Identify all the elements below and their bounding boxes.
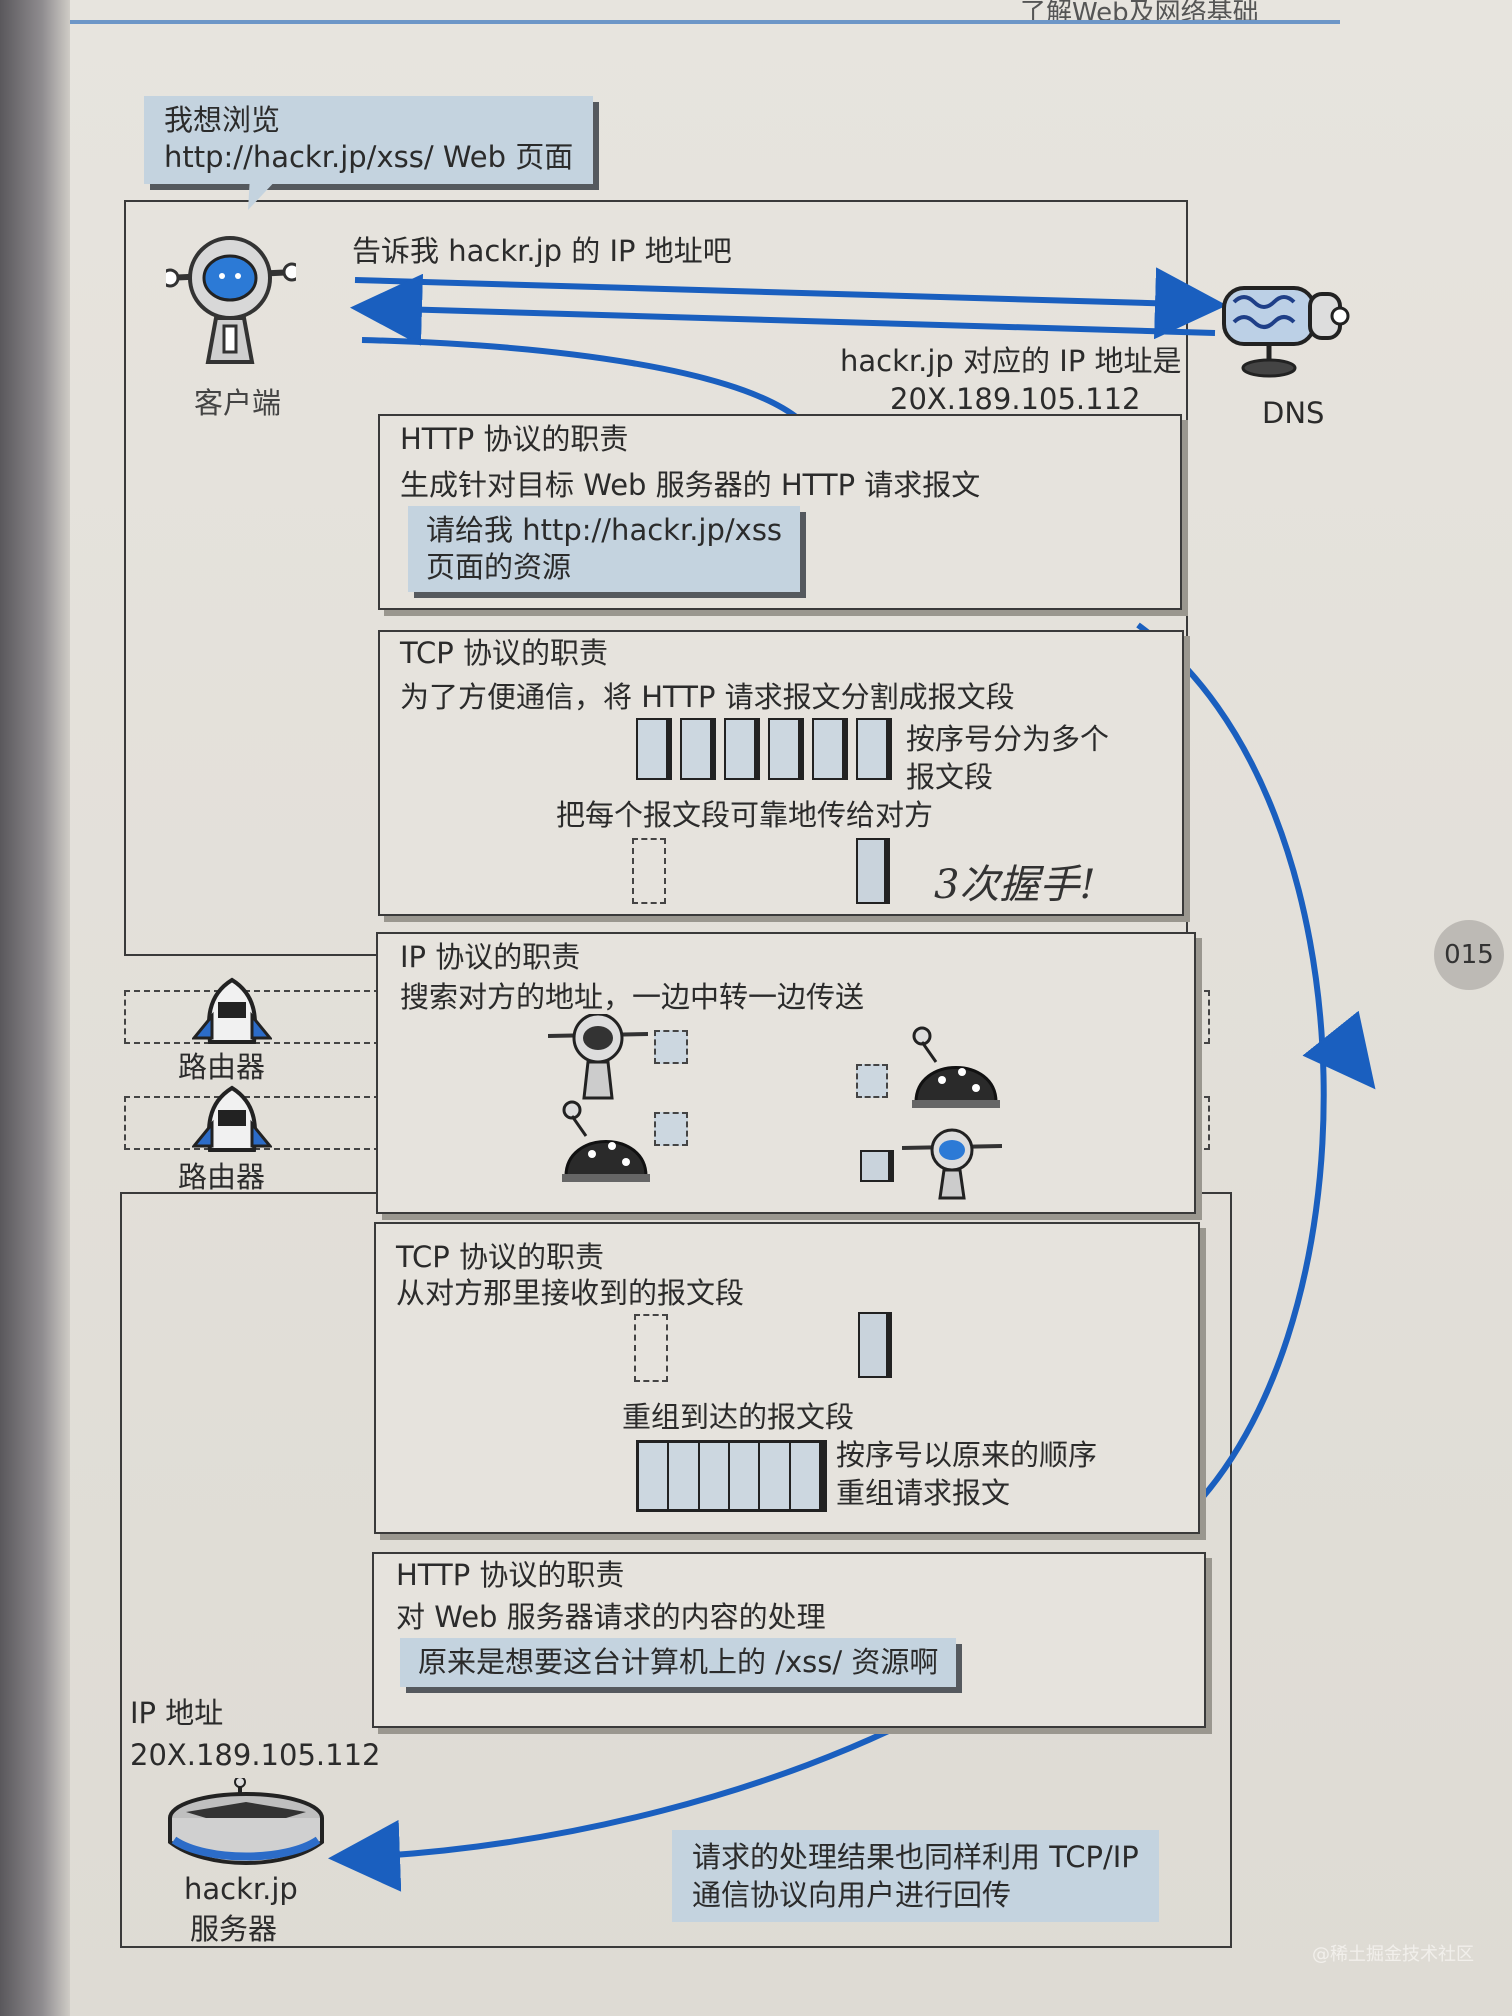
- server-name-line-1: hackr.jp: [184, 1872, 298, 1906]
- speech-line-1: 我想浏览: [164, 103, 281, 137]
- segment: [636, 718, 672, 780]
- router-icon-1: [192, 977, 272, 1044]
- segment: [680, 718, 716, 780]
- transfer-arc-arrowhead: [1302, 1010, 1376, 1090]
- dome-router-icon-2: [562, 1100, 650, 1182]
- http-client-note-line-2: 页面的资源: [426, 550, 572, 584]
- tcp-reassemble-text: 重组到达的报文段: [622, 1400, 855, 1434]
- dns-reply-arrow: [350, 273, 1216, 346]
- received-segment-receiver: [858, 1312, 892, 1378]
- tcp-reliable-text: 把每个报文段可靠地传给对方: [556, 798, 934, 832]
- response-note-line-2: 通信协议向用户进行回传: [692, 1878, 1012, 1912]
- dns-reply-line-2: 20X.189.105.112: [890, 382, 1141, 416]
- tcp-split-line-1: 按序号分为多个: [906, 722, 1110, 756]
- response-note-line-1: 请求的处理结果也同样利用 TCP/IP: [692, 1840, 1139, 1874]
- router-label-1: 路由器: [178, 1050, 266, 1084]
- web-server-icon: [168, 1778, 324, 1865]
- receiver-segment: [856, 838, 890, 904]
- reassembled-message: [636, 1440, 827, 1512]
- speech-line-2: http://hackr.jp/xss/ Web 页面: [164, 140, 574, 174]
- segment-row: [636, 718, 900, 780]
- server-ip-value: 20X.189.105.112: [130, 1738, 381, 1772]
- ip-desc: 搜索对方的地址，一边中转一边传送: [400, 980, 865, 1014]
- segment: [724, 718, 760, 780]
- dome-router-icon-1: [912, 1026, 1000, 1108]
- dns-query-text: 告诉我 hackr.jp 的 IP 地址吧: [352, 234, 732, 268]
- router-label-2: 路由器: [178, 1160, 266, 1194]
- client-speech-bubble: 我想浏览 http://hackr.jp/xss/ Web 页面: [144, 96, 594, 184]
- http-client-note-line-1: 请给我 http://hackr.jp/xss: [426, 513, 783, 547]
- packet-hop: [856, 1064, 888, 1098]
- watermark-text: @稀土掘金技术社区: [1312, 1944, 1474, 1965]
- packet-destination: [860, 1150, 894, 1182]
- router-icon-2: [192, 1085, 272, 1152]
- tcp-order-line-1: 按序号以原来的顺序: [836, 1438, 1098, 1472]
- http-client-note: 请给我 http://hackr.jp/xss 页面的资源: [408, 506, 801, 592]
- server-ip-label: IP 地址: [130, 1696, 224, 1730]
- client-robot-icon: [166, 236, 296, 364]
- tcp-client-title: TCP 协议的职责: [400, 636, 608, 670]
- tcp-split-line-2: 报文段: [906, 760, 994, 794]
- sender-segment: [632, 838, 666, 904]
- ip-title: IP 协议的职责: [400, 940, 581, 974]
- http-server-title: HTTP 协议的职责: [396, 1558, 625, 1592]
- client-label: 客户端: [194, 386, 282, 420]
- tcp-order-line-2: 重组请求报文: [836, 1476, 1011, 1510]
- tcp-server-desc: 从对方那里接收到的报文段: [396, 1276, 745, 1310]
- segment: [856, 718, 892, 780]
- ip-box: [376, 932, 1196, 1214]
- http-client-title: HTTP 协议的职责: [400, 422, 629, 456]
- tcp-server-title: TCP 协议的职责: [396, 1240, 604, 1274]
- dns-server-icon: [1222, 286, 1350, 378]
- http-client-desc: 生成针对目标 Web 服务器的 HTTP 请求报文: [400, 468, 981, 502]
- http-server-note: 原来是想要这台计算机上的 /xss/ 资源啊: [400, 1638, 957, 1687]
- dns-reply-line-1: hackr.jp 对应的 IP 地址是: [840, 344, 1182, 378]
- client-to-http-arrow: [361, 337, 802, 423]
- header-rule: [70, 20, 1340, 24]
- response-note: 请求的处理结果也同样利用 TCP/IP 通信协议向用户进行回传: [672, 1830, 1159, 1922]
- book-spine: [0, 0, 70, 2016]
- handwritten-note: 3次握手!: [934, 862, 1096, 908]
- small-robot-icon: [548, 1014, 648, 1100]
- speech-bubble-tail: [248, 176, 280, 210]
- page-number-badge: 015: [1434, 920, 1504, 990]
- response-arrow: [328, 1705, 937, 1892]
- dns-label: DNS: [1262, 396, 1325, 430]
- blue-robot-icon: [902, 1128, 1002, 1200]
- packet-source-2: [654, 1112, 688, 1146]
- tcp-client-desc: 为了方便通信，将 HTTP 请求报文分割成报文段: [400, 680, 1015, 714]
- dns-query-arrow: [354, 267, 1227, 340]
- http-server-desc: 对 Web 服务器请求的内容的处理: [396, 1600, 826, 1634]
- packet-source-1: [654, 1030, 688, 1064]
- server-name-line-2: 服务器: [190, 1912, 278, 1946]
- received-segment-sender: [634, 1314, 668, 1382]
- segment: [812, 718, 848, 780]
- segment: [768, 718, 804, 780]
